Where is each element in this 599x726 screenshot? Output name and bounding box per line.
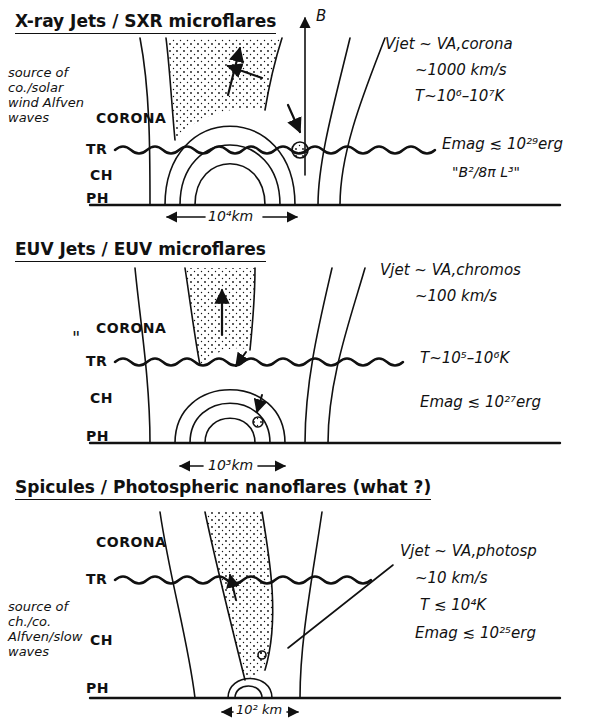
field-label: B xyxy=(316,8,326,25)
dimension: 10² km xyxy=(236,703,282,718)
velocity-value: ~10 km/s xyxy=(415,570,488,587)
layer-label: PH xyxy=(86,190,109,206)
layer-label: CH xyxy=(90,632,113,648)
temperature-label: T~10⁶–10⁷K xyxy=(415,88,504,105)
energy-label: Emag ≲ 10²⁹erg xyxy=(442,136,563,153)
layer-label: TR xyxy=(86,353,107,369)
layer-label: CORONA xyxy=(96,534,166,550)
panel-title: EUV Jets / EUV microflares xyxy=(15,240,266,262)
energy-formula: "B²/8π L³" xyxy=(452,164,520,180)
panel-title: Spicules / Photospheric nanoflares (what… xyxy=(15,478,431,500)
energy-label: Emag ≲ 10²⁷erg xyxy=(420,394,541,411)
dimension: 10⁴km xyxy=(208,208,253,224)
dimension: 10³km xyxy=(208,457,253,473)
velocity-label: Vjet ~ VA,corona xyxy=(385,36,513,53)
velocity-label: Vjet ~ VA,photosp xyxy=(400,543,537,560)
layer-label: CH xyxy=(90,167,113,183)
layer-label: TR xyxy=(86,571,107,587)
velocity-label: Vjet ~ VA,chromos xyxy=(380,262,521,279)
note: source of co./solar wind Alfven waves xyxy=(8,66,88,126)
energy-label: Emag ≲ 10²⁵erg xyxy=(415,625,536,642)
temperature-label: T ≲ 10⁴K xyxy=(420,597,486,614)
ditto-mark: " xyxy=(72,328,80,349)
layer-label: PH xyxy=(86,428,109,444)
layer-label: PH xyxy=(86,680,109,696)
layer-label: CORONA xyxy=(96,110,166,126)
layer-label: TR xyxy=(86,141,107,157)
note: source of ch./co. Alfven/slow waves xyxy=(8,600,88,660)
velocity-value: ~100 km/s xyxy=(415,288,497,305)
layer-label: CH xyxy=(90,390,113,406)
layer-label: CORONA xyxy=(96,320,166,336)
panel-title: X-ray Jets / SXR microflares xyxy=(15,12,276,34)
temperature-label: T~10⁵–10⁶K xyxy=(420,350,509,367)
velocity-value: ~1000 km/s xyxy=(415,62,507,79)
